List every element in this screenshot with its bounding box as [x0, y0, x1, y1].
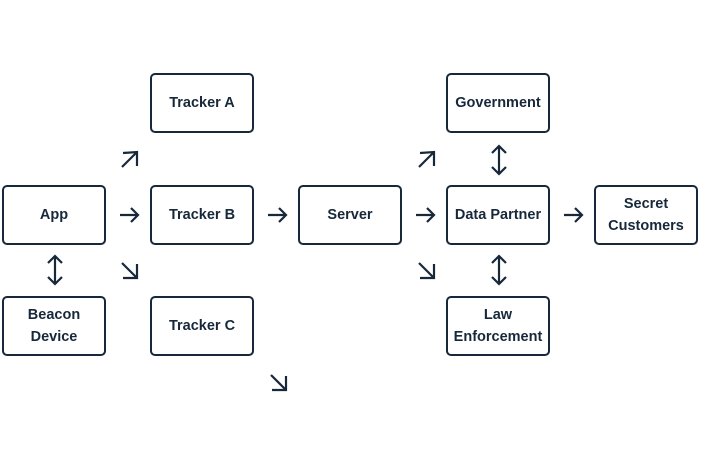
node-tracker-c-label: Tracker C — [168, 318, 236, 334]
node-data-partner-label: Data Partner — [454, 207, 542, 223]
node-tracker-b-label: Tracker B — [168, 207, 236, 223]
arrow-app-to-tracker-b — [120, 207, 140, 223]
arrow-tracker-b-to-server — [268, 207, 288, 223]
arrow-tracker-c-to-server — [270, 374, 288, 392]
arrow-server-to-data-partner — [416, 207, 436, 223]
node-tracker-a-label: Tracker A — [169, 95, 235, 111]
node-law-enforcement: Law Enforcement — [446, 296, 550, 356]
arrow-app-to-tracker-a — [121, 150, 139, 168]
node-beacon-device-label: Beacon Device — [27, 307, 81, 345]
node-server-label: Server — [327, 207, 373, 223]
arrow-server-to-government — [418, 150, 436, 168]
node-secret-customers: Secret Customers — [594, 185, 698, 245]
node-tracker-b: Tracker B — [150, 185, 254, 245]
node-tracker-a: Tracker A — [150, 73, 254, 133]
node-government: Government — [446, 73, 550, 133]
node-government-label: Government — [455, 95, 541, 111]
node-data-partner: Data Partner — [446, 185, 550, 245]
node-tracker-c: Tracker C — [150, 296, 254, 356]
node-law-enforcement-label: Law Enforcement — [453, 307, 543, 345]
arrow-data-partner-government — [491, 144, 507, 176]
node-app-label: App — [39, 207, 69, 223]
node-app: App — [2, 185, 106, 245]
node-secret-customers-label: Secret Customers — [608, 196, 684, 234]
arrow-app-beacon-device — [47, 254, 63, 286]
arrow-data-partner-law-enforcement — [491, 254, 507, 286]
node-beacon-device: Beacon Device — [2, 296, 106, 356]
arrow-server-to-law-enforcement — [418, 262, 436, 280]
node-server: Server — [298, 185, 402, 245]
arrow-app-to-tracker-c — [121, 262, 139, 280]
arrow-data-partner-to-secret-customers — [564, 207, 584, 223]
